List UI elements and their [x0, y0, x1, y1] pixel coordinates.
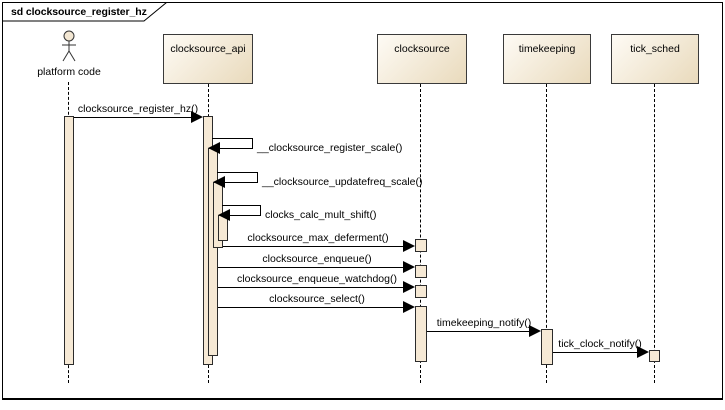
arrowhead-icon: [403, 240, 415, 252]
arrowhead-icon: [637, 346, 649, 358]
lifeline-timekeeping: [546, 84, 547, 383]
activation-enqueue: [415, 265, 427, 278]
arrowhead-icon: [208, 142, 220, 154]
message-label: tick_clock_notify(): [558, 338, 642, 350]
self-call-loop: [217, 172, 258, 183]
activation-max-deferment: [415, 239, 427, 252]
participant-label: tick_sched: [630, 43, 680, 55]
message-line: [218, 287, 404, 288]
actor-label: platform code: [37, 66, 101, 78]
message-label: __clocksource_register_scale(): [257, 142, 403, 154]
participant-label: clocksource_api: [170, 43, 246, 55]
participant-label: clocksource: [394, 43, 450, 55]
message-line: [74, 117, 192, 118]
diagram-frame: [2, 2, 723, 399]
message-label: clocksource_select(): [269, 293, 365, 305]
actor-icon: [62, 30, 76, 62]
arrowhead-icon: [403, 301, 415, 313]
diagram-title-tab: sd clocksource_register_hz: [2, 2, 168, 22]
activation-timekeeping-notify: [541, 329, 553, 365]
message-label: clocksource_max_deferment(): [247, 232, 389, 244]
title-tab-shape-icon: [2, 2, 168, 22]
message-line: [427, 331, 530, 332]
message-label: clocksource_register_hz(): [77, 103, 199, 115]
activation-platform-code: [64, 116, 74, 365]
message-label: clocksource_enqueue(): [262, 253, 372, 265]
participant-tick-sched: tick_sched: [611, 34, 699, 84]
message-line: [218, 267, 404, 268]
arrowhead-icon: [403, 281, 415, 293]
participant-clocksource-api: clocksource_api: [163, 34, 253, 84]
participant-timekeeping: timekeeping: [503, 34, 591, 84]
arrowhead-icon: [529, 325, 541, 337]
lifeline-clocksource: [420, 84, 421, 383]
activation-tick-clock-notify: [649, 350, 660, 362]
diagram-title: sd clocksource_register_hz: [11, 6, 147, 18]
activation-clocksource-select: [415, 306, 427, 362]
lifeline-tick-sched: [654, 84, 655, 383]
message-label: timekeeping_notify(): [436, 317, 532, 329]
message-label: __clocksource_updatefreq_scale(): [262, 176, 423, 188]
self-call-loop: [222, 205, 261, 216]
participant-clocksource: clocksource: [377, 34, 467, 84]
message-line: [218, 307, 404, 308]
arrowhead-icon: [213, 176, 225, 188]
message-label: clocksource_enqueue_watchdog(): [237, 273, 397, 285]
message-line: [223, 246, 404, 247]
participant-label: timekeeping: [518, 43, 576, 55]
arrowhead-icon: [403, 261, 415, 273]
arrowhead-icon: [191, 111, 203, 123]
self-call-loop: [212, 138, 253, 149]
activation-enqueue-watchdog: [415, 285, 427, 298]
arrowhead-icon: [218, 209, 230, 221]
message-label: clocks_calc_mult_shift(): [265, 209, 377, 221]
message-line: [553, 352, 638, 353]
